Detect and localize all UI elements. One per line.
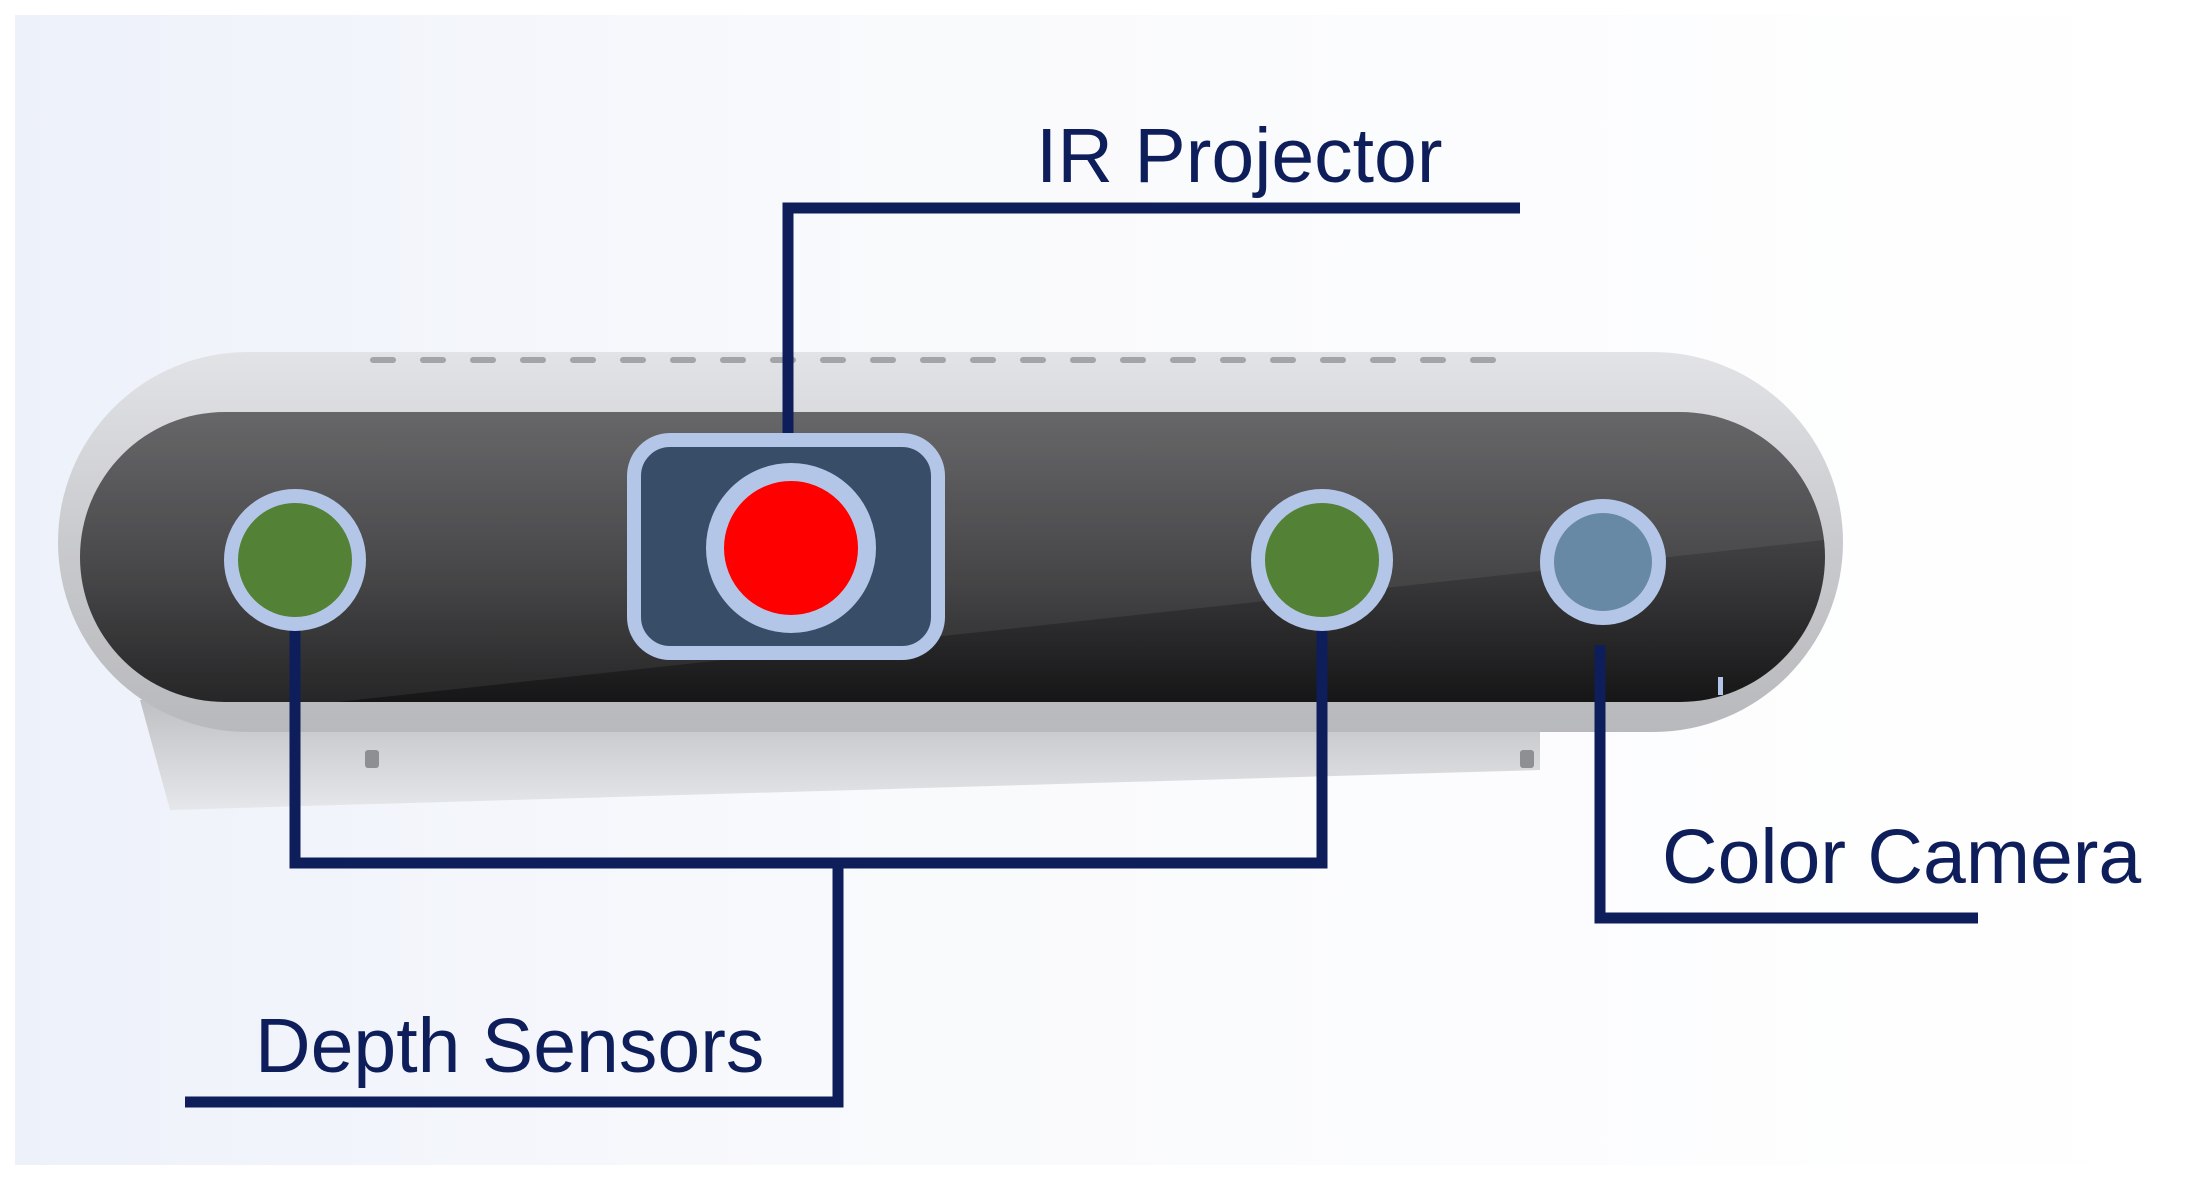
depth-sensor-ring: [1251, 489, 1393, 631]
camera-body: [58, 352, 1843, 810]
stand-screw: [1520, 750, 1534, 768]
depth-sensors-leader: [185, 863, 844, 1108]
ir-projector-leader: [782, 202, 1520, 440]
color-camera-ring: [1540, 499, 1666, 625]
ir-projector-housing-border: [627, 433, 945, 660]
depth-sensor-ring: [224, 489, 366, 631]
color-camera-leader: [1594, 645, 1978, 924]
ir-projector-lens: [715, 472, 867, 624]
vent-slots: [370, 357, 1496, 363]
color-camera: [1540, 499, 1666, 625]
ir-projector-ring: [706, 463, 876, 633]
depth-sensor-lens: [231, 496, 359, 624]
face-reflection: [80, 412, 1825, 702]
depth-sensor-right: [1251, 489, 1393, 631]
status-led: [1718, 677, 1723, 695]
ir-projector-label: IR Projector: [1036, 113, 1443, 199]
color-camera-label: Color Camera: [1662, 814, 2141, 900]
camera-face: [80, 412, 1825, 702]
depth-sensors-label: Depth Sensors: [255, 1003, 764, 1089]
depth-sensors-bracket: [289, 626, 1328, 869]
depth-sensor-left: [224, 489, 366, 631]
depth-sensor-lens: [1258, 496, 1386, 624]
ir-projector: [627, 433, 945, 660]
leader-lines: [185, 202, 1978, 1108]
color-camera-lens: [1547, 506, 1659, 618]
stand-screw: [365, 750, 379, 768]
